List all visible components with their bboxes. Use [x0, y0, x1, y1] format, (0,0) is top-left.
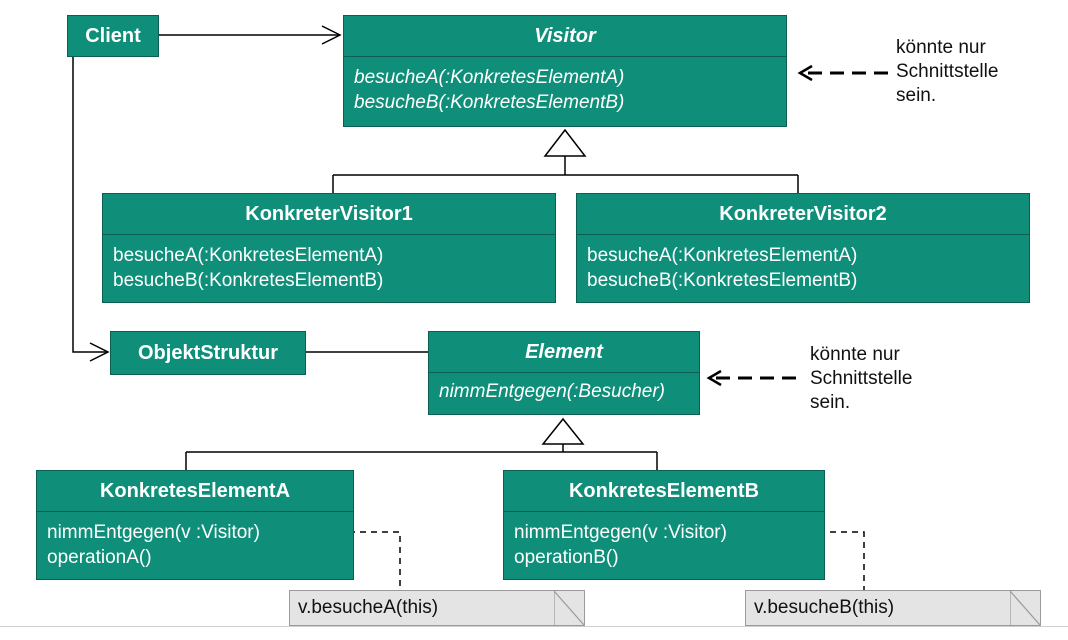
visitor-op: besucheA(:KonkretesElementA): [354, 67, 625, 88]
konkretes-element-b-class: KonkretesElementB nimmEntgegen(v :Visito…: [503, 470, 825, 580]
element-op: nimmEntgegen(:Besucher): [439, 381, 665, 402]
konkretes-element-a-class: KonkretesElementA nimmEntgegen(v :Visito…: [36, 470, 354, 580]
konkreter-visitor2-class: KonkreterVisitor2 besucheA(:KonkretesEle…: [576, 193, 1030, 303]
element-class: Element nimmEntgegen(:Besucher): [428, 331, 700, 415]
element-operations: nimmEntgegen(:Besucher): [429, 373, 699, 404]
note-line: Schnittstelle: [896, 61, 999, 82]
konkreter-visitor1-title: KonkreterVisitor1: [245, 203, 413, 225]
visitor-inheritance-triangle: [543, 128, 587, 157]
konkretes-element-a-op: nimmEntgegen(v :Visitor): [47, 522, 260, 543]
element-title: Element: [525, 341, 603, 363]
client-objektstruktur-arrowhead: [89, 342, 110, 362]
konkretes-element-b-op: nimmEntgegen(v :Visitor): [514, 522, 727, 543]
visitor-operations: besucheA(:KonkretesElementA) besucheB(:K…: [344, 57, 786, 115]
visitor-op: besucheB(:KonkretesElementB): [354, 92, 625, 113]
element-inheritance-triangle: [541, 417, 585, 445]
objektstruktur-label: ObjektStruktur: [137, 341, 279, 364]
konkreter-visitor2-operations: besucheA(:KonkretesElementA) besucheB(:K…: [577, 235, 1029, 293]
bottom-border: [0, 626, 1068, 627]
konkretes-element-b-op: operationB(): [514, 547, 619, 568]
element-divider: [429, 372, 699, 373]
client-visitor-arrowhead: [321, 25, 342, 45]
note-fold-icon: [1010, 591, 1040, 625]
konkreter-visitor1-divider: [103, 234, 555, 235]
visitor-title: Visitor: [534, 25, 596, 47]
element-note-arrowhead: [706, 369, 722, 387]
note-line: könnte nur: [896, 37, 986, 58]
note-line: sein.: [896, 85, 937, 106]
note-line: könnte nur: [810, 344, 900, 365]
note-b-dashed-connector: [819, 531, 865, 590]
konkreter-visitor1-op: besucheA(:KonkretesElementA): [113, 245, 384, 266]
visitor-class: Visitor besucheA(:KonkretesElementA) bes…: [343, 15, 787, 127]
visitor-divider: [344, 56, 786, 57]
visitor-note-arrowhead: [797, 64, 813, 82]
konkreter-visitor1-class: KonkreterVisitor1 besucheA(:KonkretesEle…: [102, 193, 556, 303]
konkreter-visitor2-op: besucheA(:KonkretesElementA): [587, 245, 858, 266]
element-interface-note: könnte nur Schnittstelle sein.: [810, 343, 912, 415]
client-class: Client: [67, 15, 159, 57]
client-label: Client: [85, 24, 141, 47]
client-objektstruktur-association: [72, 57, 108, 353]
note-besuche-a: v.besucheA(this): [289, 590, 585, 626]
note-line: Schnittstelle: [810, 368, 913, 389]
konkreter-visitor1-op: besucheB(:KonkretesElementB): [113, 270, 384, 291]
visitor-interface-note: könnte nur Schnittstelle sein.: [896, 36, 998, 108]
objektstruktur-class: ObjektStruktur: [110, 331, 306, 375]
konkretes-element-a-operations: nimmEntgegen(v :Visitor) operationA(): [37, 512, 353, 570]
note-besuche-a-text: v.besucheA(this): [298, 597, 439, 618]
konkreter-visitor2-title: KonkreterVisitor2: [719, 203, 887, 225]
konkreter-visitor2-op: besucheB(:KonkretesElementB): [587, 270, 858, 291]
konkretes-element-b-divider: [504, 511, 824, 512]
note-besuche-b: v.besucheB(this): [745, 590, 1041, 626]
note-fold-icon: [554, 591, 584, 625]
konkretes-element-b-title: KonkretesElementB: [568, 480, 760, 502]
note-a-dashed-connector: [349, 531, 401, 590]
konkretes-element-a-divider: [37, 511, 353, 512]
note-line: sein.: [810, 392, 851, 413]
konkreter-visitor1-operations: besucheA(:KonkretesElementA) besucheB(:K…: [103, 235, 555, 293]
konkreter-visitor2-divider: [577, 234, 1029, 235]
konkretes-element-a-title: KonkretesElementA: [99, 480, 291, 502]
note-besuche-b-text: v.besucheB(this): [754, 597, 895, 618]
konkretes-element-a-op: operationA(): [47, 547, 152, 568]
konkretes-element-b-operations: nimmEntgegen(v :Visitor) operationB(): [504, 512, 824, 570]
